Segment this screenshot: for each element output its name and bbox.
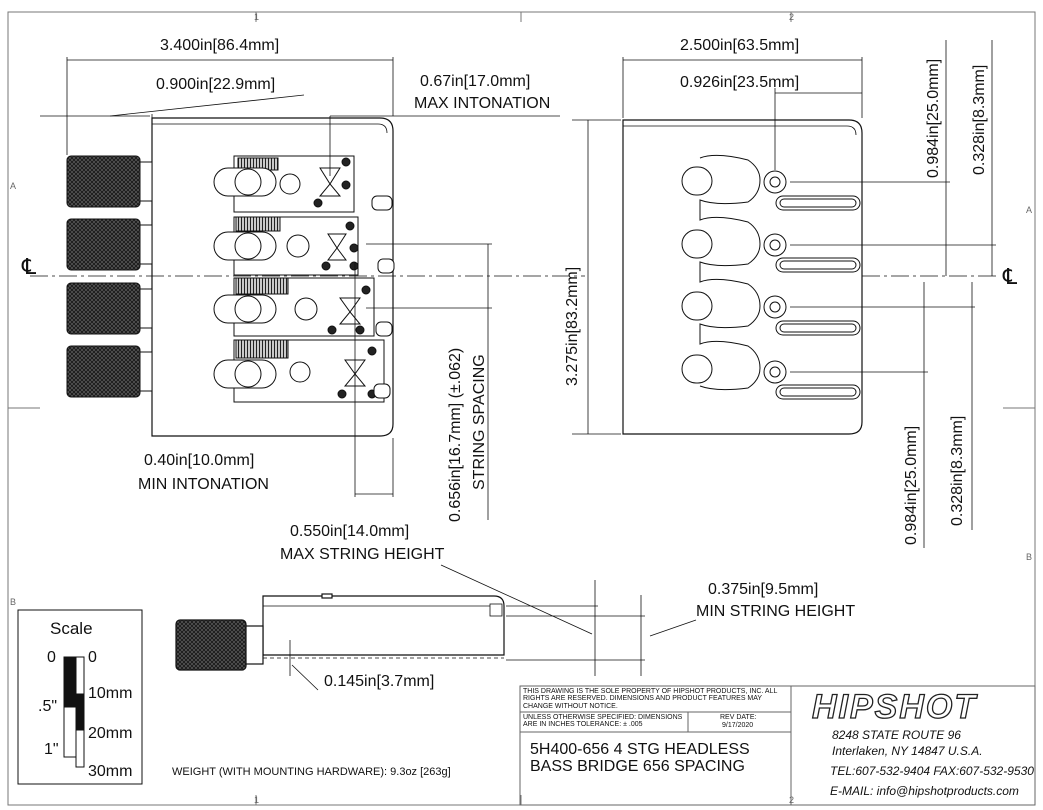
dim-inch: 0.984in	[925, 125, 942, 179]
dim-mm: 86.4mm	[216, 37, 275, 54]
top-view	[30, 57, 585, 520]
border-row-b-right: B	[1026, 552, 1033, 562]
dim-inch: 3.275in	[564, 333, 581, 387]
weight-note: WEIGHT (WITH MOUNTING HARDWARE): 9.3oz […	[172, 766, 451, 778]
border-row-a-left: A	[10, 181, 17, 191]
part-title-line-1: 5H400-656 4 STG HEADLESS	[530, 741, 750, 758]
border-col-1-bottom: 1	[254, 795, 260, 805]
scale-in-1: 1"	[44, 741, 59, 758]
inner-spacing-dim-top: 0.328in[8.3mm]	[971, 64, 988, 176]
dim-inch: 0.145in	[324, 673, 377, 690]
side-knob	[175, 619, 247, 671]
border-col-2-top: 2	[789, 12, 795, 22]
centerline-symbol-left: ℄	[22, 254, 37, 279]
max-intonation-dim: 0.67in[17.0mm]	[420, 73, 531, 90]
scale-mm-30: 30mm	[88, 763, 133, 780]
base-thickness-dim: 0.145in[3.7mm]	[324, 673, 435, 690]
dim-inch: 0.926in	[680, 74, 733, 91]
dim-mm: 9.5mm	[764, 581, 814, 598]
scale-mm-10: 10mm	[88, 685, 133, 702]
width-dim: 2.500in[63.5mm]	[680, 37, 800, 54]
dim-mm: 8.3mm	[971, 69, 988, 119]
string-spacing-label: STRING SPACING	[471, 354, 488, 490]
dim-mm: 23.5mm	[736, 74, 795, 91]
outer-spacing-dim-top: 0.984in[25.0mm]	[925, 58, 942, 179]
side-dimension-lines	[289, 564, 697, 691]
dim-mm: 22.9mm	[212, 76, 271, 93]
knob-offset-dim: 0.900in[22.9mm]	[156, 76, 276, 93]
dim-mm: 10.0mm	[192, 452, 250, 469]
bottom-view	[572, 40, 1000, 548]
max-height-label: MAX STRING HEIGHT	[280, 546, 445, 563]
scale-in-0: 0	[47, 649, 56, 666]
dim-mm: 3.7mm	[380, 673, 430, 690]
title-block	[519, 685, 1036, 806]
dim-mm: 25.0mm	[903, 430, 920, 489]
dim-inch: 0.375in	[708, 581, 761, 598]
top-dimension-lines	[40, 57, 560, 520]
dim-mm: 17.0mm	[468, 73, 526, 90]
border-col-1-top: 1	[254, 12, 260, 22]
tolerance-note: UNLESS OTHERWISE SPECIFIED: DIMENSIONS A…	[523, 714, 683, 729]
scale-title: Scale	[50, 619, 93, 638]
dim-mm: 63.5mm	[736, 37, 795, 54]
scale-box	[17, 609, 143, 785]
side-view	[175, 564, 697, 691]
property-notice: THIS DRAWING IS THE SOLE PROPERTY OF HIP…	[523, 688, 778, 710]
min-intonation-label: MIN INTONATION	[138, 476, 269, 493]
dim-mm: 8.3mm	[949, 420, 966, 470]
dim-mm: 14.0mm	[346, 523, 405, 540]
phone-line: TEL:607-532-9404 FAX:607-532-9530	[830, 764, 1034, 778]
scale-mm-0: 0	[88, 649, 97, 666]
min-intonation-dim: 0.40in[10.0mm]	[144, 452, 255, 469]
dim-mm: 83.2mm	[564, 271, 581, 330]
dim-inch: 3.400in	[160, 37, 213, 54]
address-line-2: Interlaken, NY 14847 U.S.A.	[832, 744, 983, 758]
dim-inch: 0.900in	[156, 76, 209, 93]
max-height-dim: 0.550in[14.0mm]	[290, 523, 410, 540]
dim-mm: 16.7mm	[447, 407, 464, 466]
dim-inch: 0.550in	[290, 523, 343, 540]
dim-inch: 0.328in	[949, 473, 966, 527]
dim-inch: 2.500in	[680, 37, 733, 54]
border-row-b-left: B	[10, 597, 17, 607]
overall-length-dim: 3.400in[86.4mm]	[160, 37, 280, 54]
tuning-knobs	[66, 155, 153, 398]
scale-in-half: .5"	[38, 698, 58, 715]
address-line-1: 8248 STATE ROUTE 96	[832, 728, 961, 742]
saddle-assemblies	[213, 155, 395, 403]
dim-inch: 0.328in	[971, 122, 988, 176]
centerline-symbol-right: ℄	[1003, 264, 1018, 289]
dim-tolerance: (±.062)	[447, 347, 464, 399]
string-spacing-dim: 0.656in[16.7mm] (±.062)	[447, 347, 464, 523]
dim-mm: 25.0mm	[925, 63, 942, 122]
bottom-dimension-lines	[572, 40, 996, 548]
max-intonation-label: MAX INTONATION	[414, 95, 551, 112]
inner-spacing-dim-bottom: 0.328in[8.3mm]	[949, 415, 966, 527]
hipshot-logo: HIPSHOT	[811, 688, 978, 726]
dim-inch: 0.67in	[420, 73, 464, 90]
rev-date: 9/17/2020	[722, 722, 754, 729]
hole-offset-dim: 0.926in[23.5mm]	[680, 74, 800, 91]
rev-label: REV DATE:	[720, 714, 757, 721]
height-dim: 3.275in[83.2mm]	[564, 266, 581, 387]
min-height-label: MIN STRING HEIGHT	[696, 603, 856, 620]
bridge-side-profile	[262, 595, 505, 656]
border-row-a-right: A	[1026, 205, 1033, 215]
outer-spacing-dim-bottom: 0.984in[25.0mm]	[903, 425, 920, 546]
min-height-dim: 0.375in[9.5mm]	[708, 581, 819, 598]
dim-inch: 0.656in	[447, 469, 464, 523]
border-col-2-bottom: 2	[789, 795, 795, 805]
scale-mm-20: 20mm	[88, 725, 133, 742]
part-title-line-2: BASS BRIDGE 656 SPACING	[530, 758, 745, 775]
dim-inch: 0.40in	[144, 452, 188, 469]
mounting-slots	[681, 154, 861, 400]
dim-inch: 0.984in	[903, 492, 920, 546]
email-line: E-MAIL: info@hipshotproducts.com	[830, 784, 1019, 798]
